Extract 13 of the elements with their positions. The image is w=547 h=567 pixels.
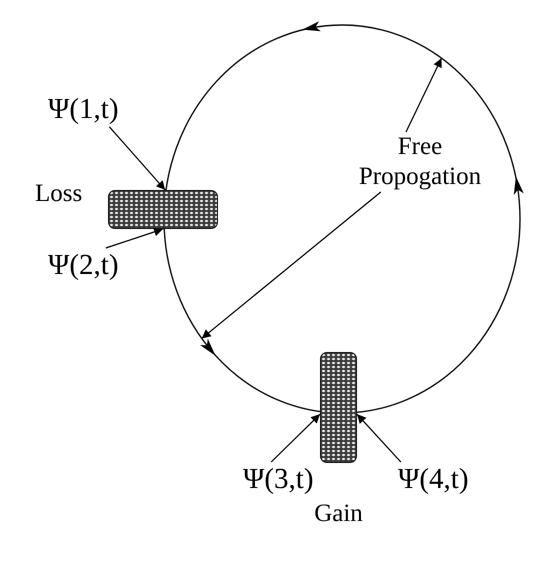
free-propagation-label: Free Propogation xyxy=(350,132,490,192)
wave-label: Ψ(2,t) xyxy=(48,248,119,283)
leader-line xyxy=(106,228,164,249)
leader-line xyxy=(108,126,166,190)
gain-label: Gain xyxy=(313,500,364,528)
wave-label: Ψ(4,t) xyxy=(398,462,469,497)
leader-line xyxy=(405,58,442,132)
leader-line xyxy=(270,414,320,462)
leader-line xyxy=(356,414,402,462)
wave-label: Ψ(1,t) xyxy=(48,92,119,127)
wave-label: Ψ(3,t) xyxy=(243,462,314,497)
leader-line xyxy=(201,192,382,339)
loss-label: Loss xyxy=(35,180,82,208)
